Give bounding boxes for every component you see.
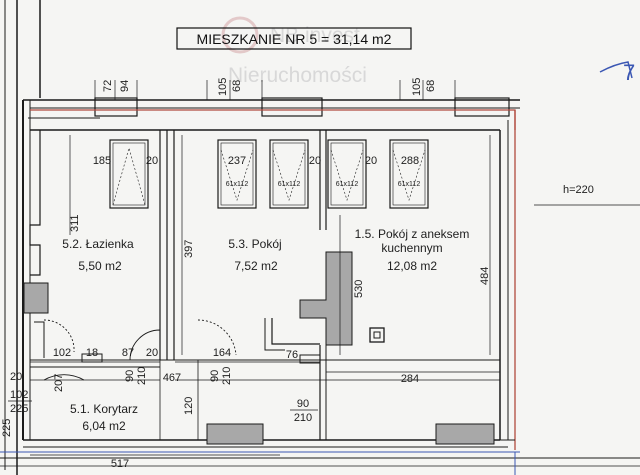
stove-icon [369, 327, 385, 343]
dim-484: 484 [479, 267, 491, 285]
dim-207: 207 [53, 374, 65, 392]
corner-mark: 7 [623, 60, 635, 85]
dim-90b: 90 [209, 370, 221, 382]
skylight-window-2 [217, 139, 257, 209]
room-living-name-line1: 1.5. Pokój z aneksem [355, 227, 470, 241]
door-swings [43, 319, 237, 381]
outer-wall-right [498, 120, 515, 441]
window-3-size: 61x112 [278, 181, 301, 188]
corner-pen-mark [599, 61, 633, 79]
room-corridor-area: 6,04 m2 [82, 419, 126, 433]
dim-164: 164 [213, 347, 231, 359]
dim-90c: 90 [297, 398, 309, 410]
window-1-width: 185 [93, 155, 111, 167]
dim-20-corridor: 20 [146, 347, 158, 359]
dim-210a: 210 [136, 367, 148, 385]
ceiling-height-note: h=220 [563, 184, 594, 196]
dim-225-bottom: 225 [1, 419, 13, 437]
dim-284: 284 [401, 373, 419, 385]
kitchen-counter [299, 251, 353, 346]
dim-311: 311 [69, 214, 81, 232]
bottom-wall [0, 423, 640, 467]
title-box: MIESZKANIE NR 5 = 31,14 m2 [176, 27, 412, 50]
dim-18: 18 [86, 347, 98, 359]
dim-210b: 210 [221, 367, 233, 385]
skylight-window-3 [269, 139, 309, 209]
dim-76: 76 [286, 349, 298, 361]
dim-120: 120 [183, 397, 195, 415]
room-living-name-line2: kuchennym [381, 241, 442, 255]
skylight-window-1 [109, 139, 149, 209]
dim-467: 467 [163, 372, 181, 384]
window-4-size: 61x112 [336, 181, 359, 188]
room-bedroom-area: 7,52 m2 [234, 259, 278, 273]
dim-517: 517 [111, 458, 129, 470]
dim-102-left: 102 [10, 389, 28, 401]
interior-partitions [29, 130, 500, 440]
dim-102: 102 [53, 347, 71, 359]
dim-90a: 90 [124, 370, 136, 382]
dim-top-105b: 105 [411, 78, 423, 96]
dim-top-94: 94 [119, 80, 131, 92]
watermark-line2: Nieruchomości [228, 64, 367, 87]
skylight-window-5 [389, 139, 429, 209]
dim-top-68a: 68 [231, 80, 243, 92]
room-bathroom-name: 5.2. Łazienka [62, 237, 134, 251]
room-bedroom-name: 5.3. Pokój [228, 237, 281, 251]
room-living-area: 12,08 m2 [387, 259, 437, 273]
skylight-window-4 [327, 139, 367, 209]
window-1-gap: 20 [146, 155, 158, 167]
window-2-width: 237 [228, 155, 246, 167]
skylight-windows [109, 139, 429, 209]
window-5-size: 61x112 [398, 181, 421, 188]
room-corridor-name: 5.1. Korytarz [70, 402, 138, 416]
room-bathroom-area: 5,50 m2 [78, 259, 122, 273]
watermark-line1: NB invest [270, 24, 360, 47]
dimension-lines [29, 80, 640, 456]
dim-87: 87 [122, 347, 134, 359]
dim-530: 530 [353, 280, 365, 298]
window-2-size: 61x112 [226, 181, 249, 188]
dim-397: 397 [183, 240, 195, 258]
window-3-width: 288 [401, 155, 419, 167]
dim-top-105a: 105 [217, 78, 229, 96]
window-2-gap: 20 [309, 155, 321, 167]
window-3-gap: 20 [365, 155, 377, 167]
bathroom-fixture [23, 282, 49, 314]
watermark: NB invest Nieruchomości [221, 16, 367, 87]
dim-225-left: 225 [10, 403, 28, 415]
dim-20-left: 20 [10, 371, 22, 383]
apartment-title: MIESZKANIE NR 5 = 31,14 m2 [197, 31, 392, 47]
dim-top-72: 72 [102, 80, 114, 92]
dim-210c: 210 [294, 412, 312, 424]
dim-top-68b: 68 [425, 80, 437, 92]
top-wall [23, 97, 520, 131]
